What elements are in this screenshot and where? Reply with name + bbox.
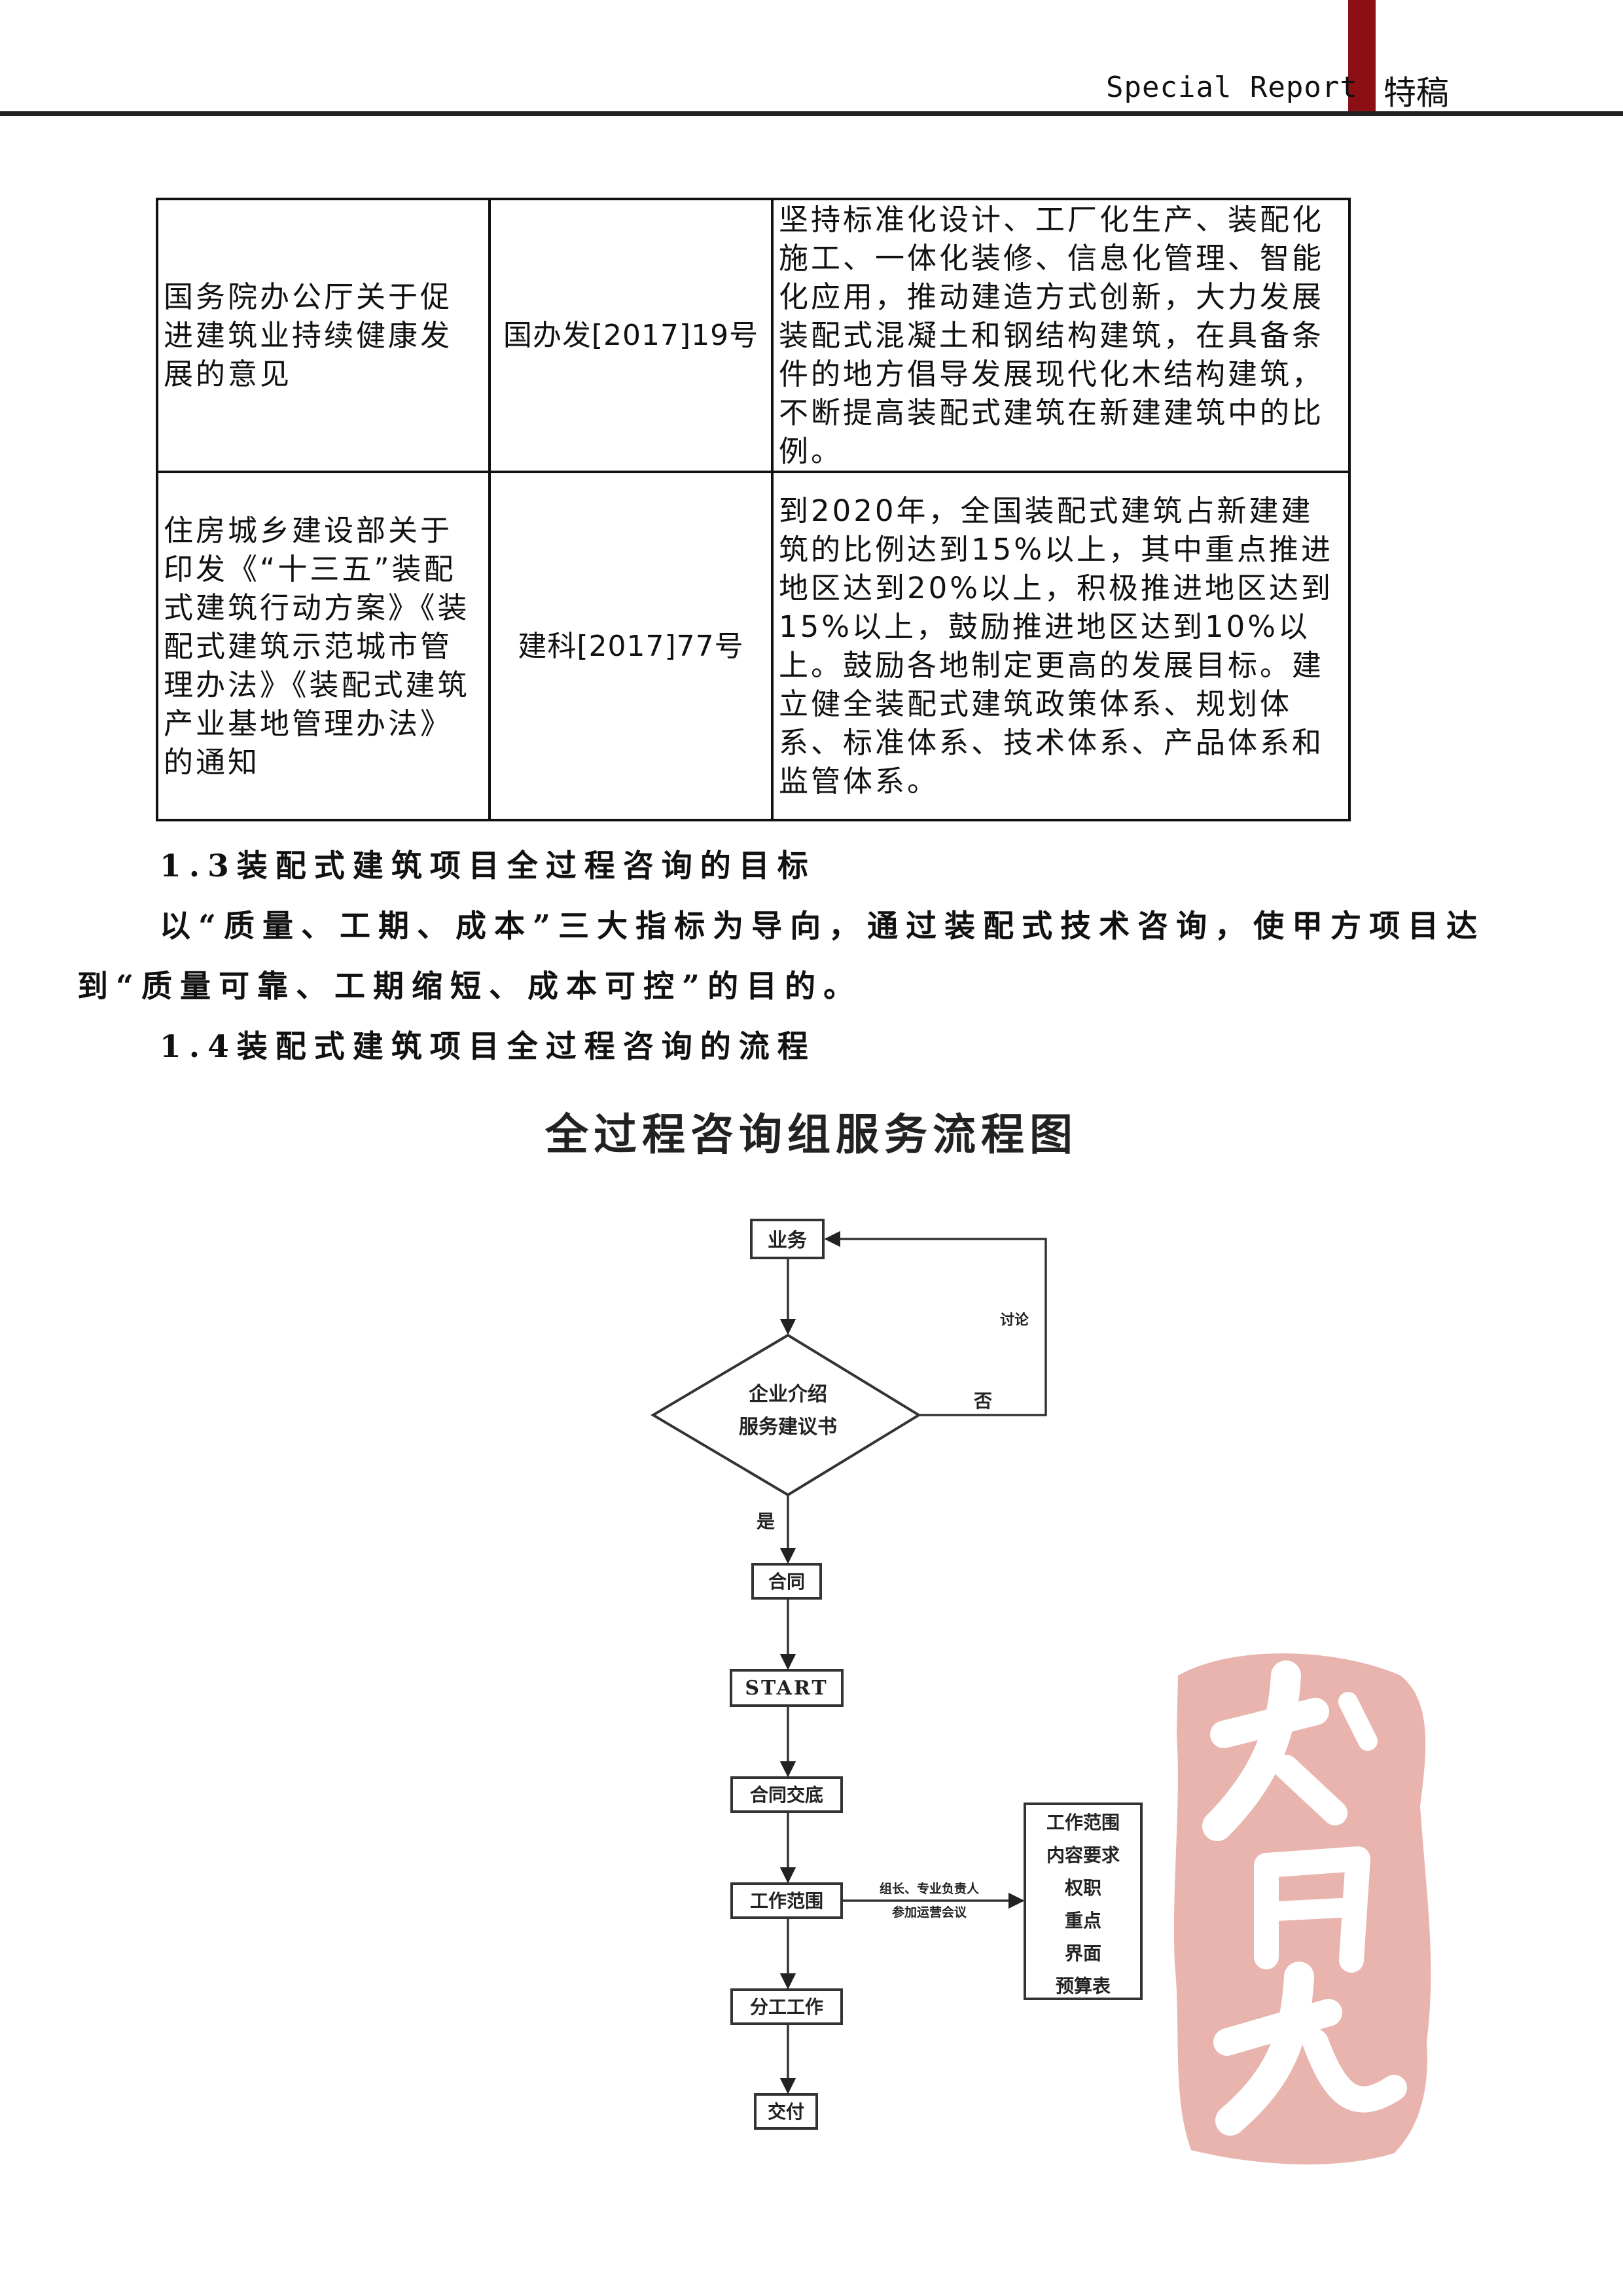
node-scope-label: 工作范围: [750, 1890, 823, 1912]
policy-content-cell: 坚持标准化设计、工厂化生产、装配化施工、一体化装修、信息化管理、智能化应用，推动…: [771, 198, 1351, 473]
policy-doc-number-cell: 国办发[2017]19号: [488, 198, 774, 473]
node-delivery: [754, 2093, 818, 2130]
yes-label: 是: [757, 1511, 775, 1532]
policy-doc-number-cell: 建科[2017]77号: [488, 471, 774, 821]
node-division-label: 分工工作: [750, 1996, 823, 2018]
policy-title-cell: 住房城乡建设部关于印发《“十三五”装配式建筑行动方案》《装配式建筑示范城市管理办…: [156, 471, 491, 821]
scope-item-authority: 权职: [1064, 1877, 1101, 1899]
decision-label-line1: 企业介绍: [749, 1383, 827, 1406]
seal-watermark: [1173, 1653, 1431, 2164]
node-division: [730, 1988, 843, 2025]
section-1-4-heading: 1.4装配式建筑项目全过程咨询的流程: [160, 1029, 816, 1065]
arrow-note-line1: 组长、专业负责人: [880, 1881, 980, 1896]
header-rule: [0, 111, 1623, 116]
arrow-note-line2: 参加运营会议: [892, 1905, 967, 1920]
section-1-3-paragraph-line2: 到“质量可靠、工期缩短、成本可控”的目的。: [77, 969, 863, 1005]
node-handover-label: 合同交底: [750, 1784, 823, 1806]
flowchart-title: 全过程咨询组服务流程图: [545, 1109, 1078, 1160]
table-row: 国务院办公厅关于促进建筑业持续健康发展的意见 国办发[2017]19号 坚持标准…: [156, 198, 1351, 473]
node-handover: [730, 1776, 843, 1813]
node-business: [750, 1219, 825, 1259]
section-1-3-heading: 1.3装配式建筑项目全过程咨询的目标: [160, 848, 816, 884]
header-section-chinese: 特稿: [1383, 74, 1449, 112]
arrow-no-loop: [824, 1230, 1047, 1416]
node-scope-detail: [1024, 1803, 1143, 2000]
node-scope: [730, 1882, 843, 1919]
node-start-label: START: [745, 1677, 828, 1700]
scope-item-focus: 重点: [1065, 1910, 1101, 1931]
node-business-label: 业务: [768, 1229, 807, 1252]
table-row: 住房城乡建设部关于印发《“十三五”装配式建筑行动方案》《装配式建筑示范城市管理办…: [156, 471, 1351, 821]
scope-item-interface: 界面: [1065, 1943, 1101, 1964]
loop-no-label: 否: [974, 1390, 992, 1412]
loop-discuss-label: 讨论: [1000, 1312, 1029, 1329]
header-accent-bar: [1348, 0, 1376, 113]
scope-item-range: 工作范围: [1046, 1812, 1120, 1833]
node-contract: [751, 1563, 822, 1600]
node-start: [730, 1669, 844, 1707]
header-section-english: Special Report: [1106, 71, 1358, 104]
decision-node: [651, 1333, 921, 1497]
scope-item-requirements: 内容要求: [1046, 1844, 1120, 1866]
section-1-3-paragraph-line1: 以“质量、工期、成本”三大指标为导向，通过装配式技术咨询，使甲方项目达: [160, 908, 1486, 944]
policy-table: 国务院办公厅关于促进建筑业持续健康发展的意见 国办发[2017]19号 坚持标准…: [156, 198, 1351, 821]
policy-content-cell: 到2020年，全国装配式建筑占新建建筑的比例达到15%以上，其中重点推进地区达到…: [771, 471, 1351, 821]
policy-title-cell: 国务院办公厅关于促进建筑业持续健康发展的意见: [156, 198, 491, 473]
node-delivery-label: 交付: [768, 2101, 804, 2123]
scope-item-budget: 预算表: [1056, 1975, 1111, 1997]
node-contract-label: 合同: [768, 1571, 805, 1592]
decision-label-line2: 服务建议书: [739, 1416, 837, 1439]
